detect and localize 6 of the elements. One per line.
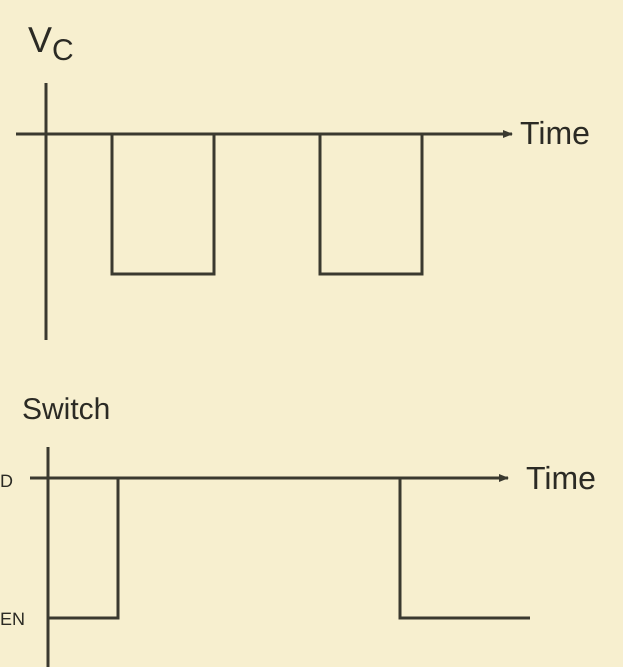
axis-label: V$_{C}$ (28, 22, 74, 66)
axis-label: Switch (22, 395, 110, 425)
axis-label: Time (526, 462, 596, 494)
level-label: EN (0, 610, 26, 628)
level-label: D (0, 472, 13, 490)
axis-label: Time (520, 117, 590, 149)
